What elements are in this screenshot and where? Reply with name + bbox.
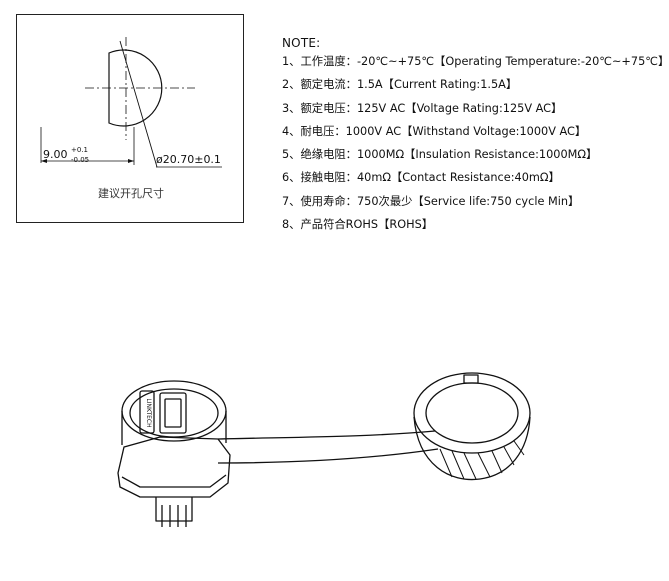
- nut-edge: [121, 474, 227, 488]
- flange-inner-ring: [129, 388, 219, 438]
- cutout-drawing: 9.00 +0.1 -0.05 ø20.70±0.1: [40, 37, 222, 168]
- marking-plate: [139, 390, 155, 434]
- diameter-leader: [119, 40, 158, 168]
- notes-title: NOTE:: [282, 36, 321, 50]
- note-item: 1、工作温度：-20℃~+75℃【Operating Temperature:-…: [282, 55, 669, 68]
- usb-port-tongue: [164, 398, 182, 428]
- hex-nut: [117, 436, 231, 498]
- cap-knurling: [439, 440, 525, 480]
- cutout-drawing-frame: 9.00 +0.1 -0.05 ø20.70±0.1 建议开孔尺寸: [16, 14, 244, 223]
- cap-inner-opening: [425, 382, 519, 444]
- tether-strap-top: [217, 430, 436, 440]
- notes-list: 1、工作温度：-20℃~+75℃【Operating Temperature:-…: [282, 55, 669, 241]
- terminal-pins: [161, 505, 187, 527]
- spec-notes: NOTE: 1、工作温度：-20℃~+75℃【Operating Tempera…: [282, 36, 669, 241]
- cap-side-wall: [413, 416, 531, 481]
- note-item: 6、接触电阻：40mΩ【Contact Resistance:40mΩ】: [282, 171, 560, 185]
- tether-strap-bottom: [217, 448, 439, 464]
- connector-body: [117, 380, 231, 527]
- cutout-caption: 建议开孔尺寸: [98, 187, 164, 200]
- rear-terminal-block: [155, 497, 193, 522]
- usb-port: [159, 392, 187, 434]
- note-item: 7、使用寿命：750次最少【Service life:750 cycle Min…: [282, 194, 580, 208]
- width-tolerance-lower: -0.05: [71, 156, 89, 164]
- note-item: 5、绝缘电阻：1000MΩ【Insulation Resistance:1000…: [282, 148, 598, 162]
- connector-illustration: LINKTECH: [117, 372, 531, 527]
- note-item: 8、产品符合ROHS【ROHS】: [282, 218, 434, 232]
- dimension-arrow-right: [128, 159, 134, 163]
- width-tolerance-upper: +0.1: [71, 146, 88, 154]
- note-item: 2、额定电流：1.5A【Current Rating:1.5A】: [282, 78, 518, 92]
- width-dimension-value: 9.00: [43, 148, 68, 161]
- screw-cap: [413, 372, 531, 481]
- note-item: 3、额定电压：125V AC【Voltage Rating:125V AC】: [282, 101, 563, 115]
- body-marking: LINKTECH: [145, 398, 152, 427]
- diameter-dimension: ø20.70±0.1: [156, 153, 221, 166]
- cap-outer-rim: [413, 372, 531, 454]
- note-item: 4、耐电压：1000V AC【Withstand Voltage:1000V A…: [282, 124, 587, 138]
- front-flange: [121, 380, 227, 442]
- cap-key-notch: [463, 374, 479, 384]
- dimension-arrow-left: [41, 159, 47, 163]
